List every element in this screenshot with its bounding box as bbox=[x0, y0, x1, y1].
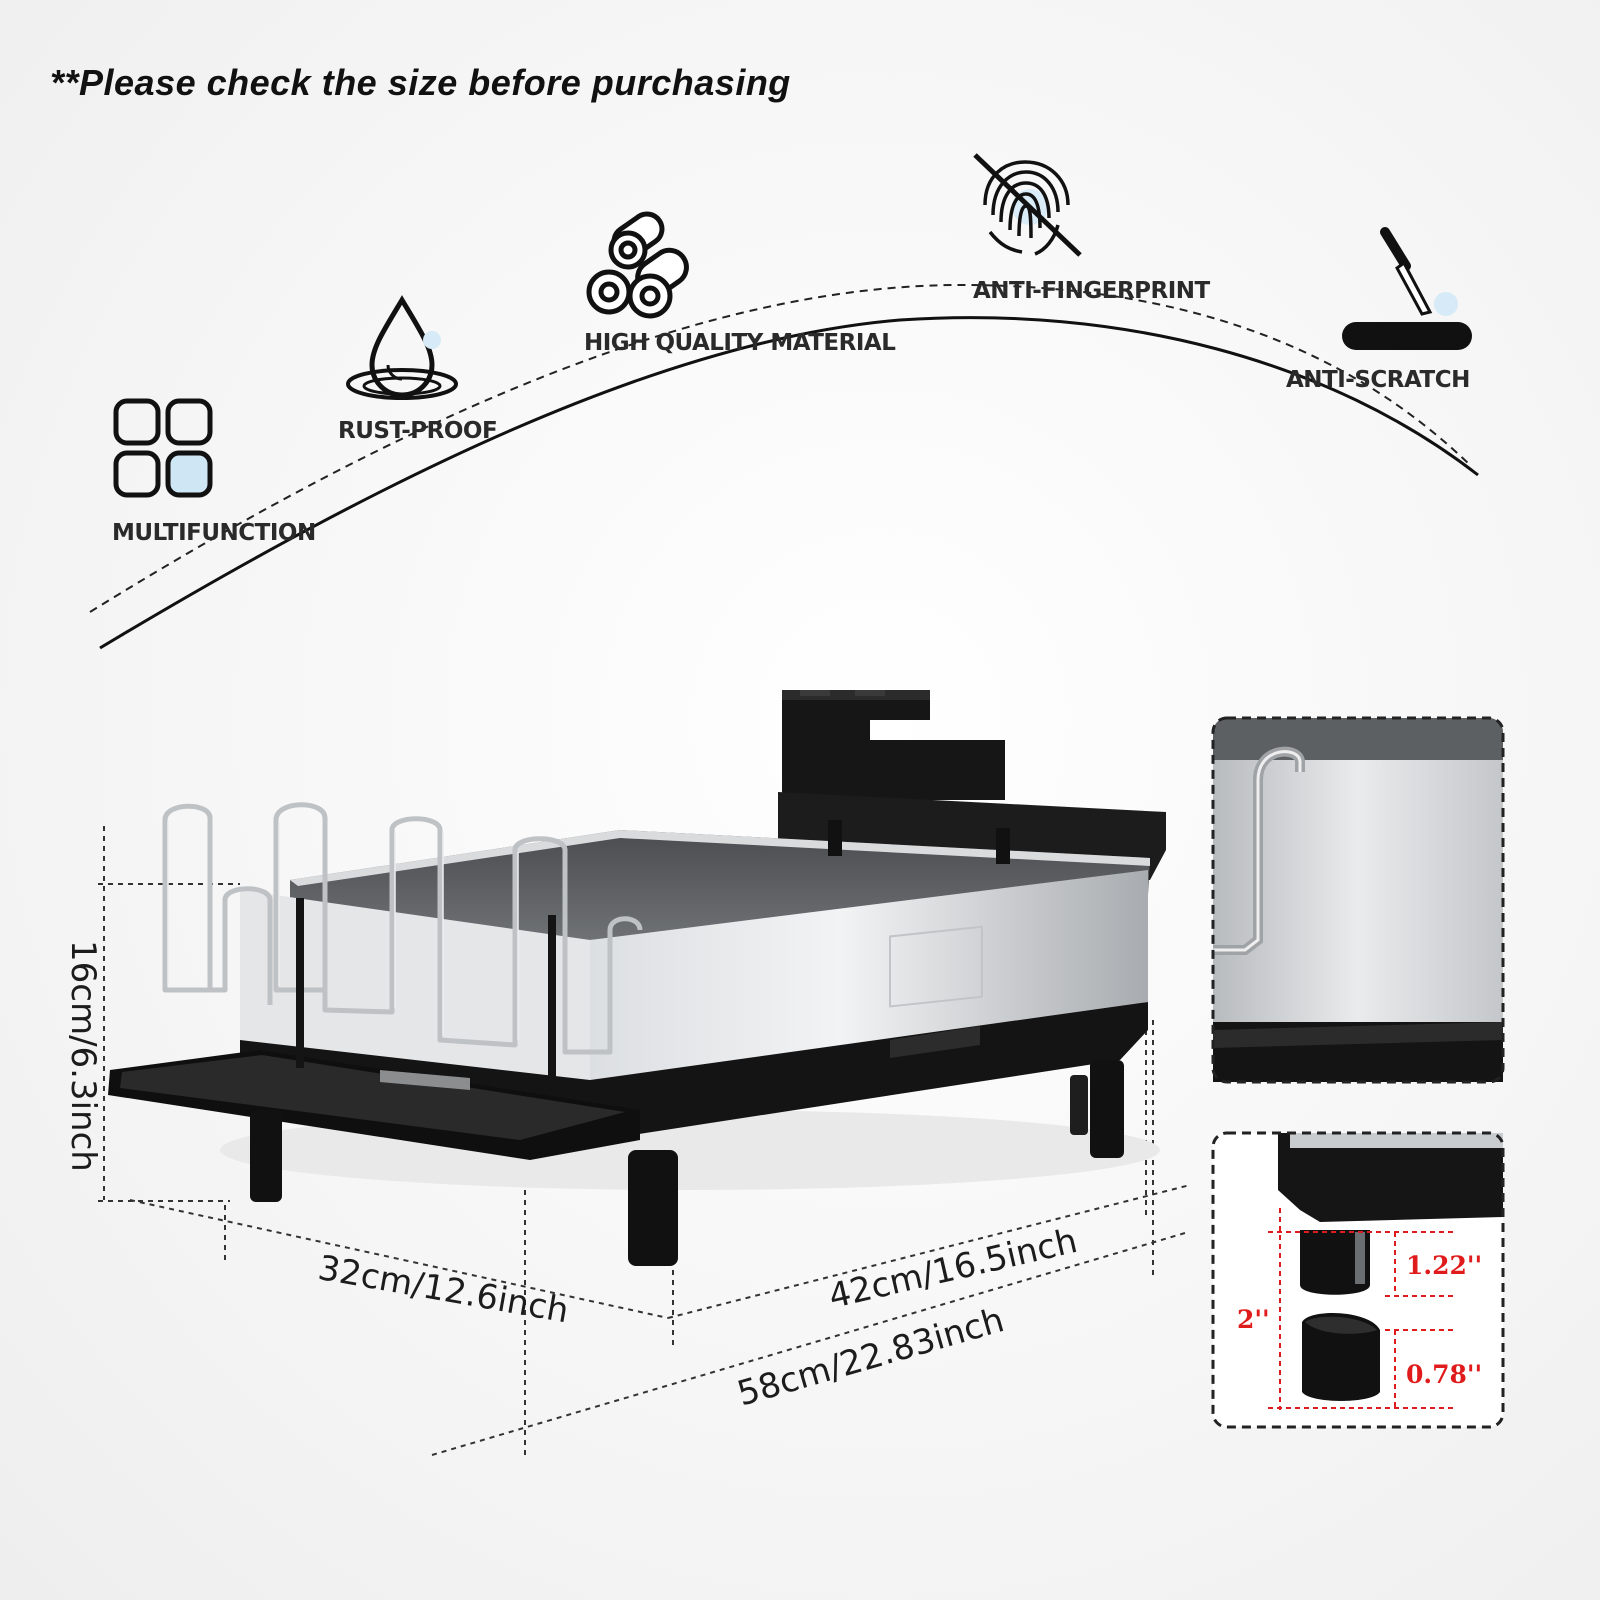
water-drop-icon bbox=[346, 295, 458, 400]
fingerprint-crossed-icon bbox=[973, 153, 1082, 257]
feature-label-rust-proof: RUST-PROOF bbox=[338, 418, 498, 444]
leg-detail bbox=[1211, 1131, 1505, 1429]
feature-label-high-quality-material: HIGH QUALITY MATERIAL bbox=[584, 330, 896, 356]
leg-lower-height-label: 0.78'' bbox=[1406, 1360, 1483, 1389]
leg-upper-height-label: 1.22'' bbox=[1406, 1251, 1483, 1280]
stacked-tubes-icon bbox=[586, 211, 689, 319]
feature-label-anti-fingerprint: ANTI-FINGERPRINT bbox=[973, 278, 1210, 304]
feature-arc bbox=[89, 283, 1479, 650]
feature-label-multifunction: MULTIFUNCTION bbox=[112, 520, 316, 546]
feature-label-anti-scratch: ANTI-SCRATCH bbox=[1286, 367, 1470, 393]
leg-total-height-label: 2'' bbox=[1237, 1305, 1270, 1334]
height-dimension-label: 16cm/6.3inch bbox=[63, 940, 103, 1172]
four-squares-icon bbox=[113, 398, 213, 498]
hook-detail bbox=[1211, 716, 1505, 1084]
knife-scratch-icon bbox=[1342, 227, 1472, 350]
dish-rack bbox=[108, 690, 1166, 1266]
size-notice: **Please check the size before purchasin… bbox=[50, 62, 791, 103]
